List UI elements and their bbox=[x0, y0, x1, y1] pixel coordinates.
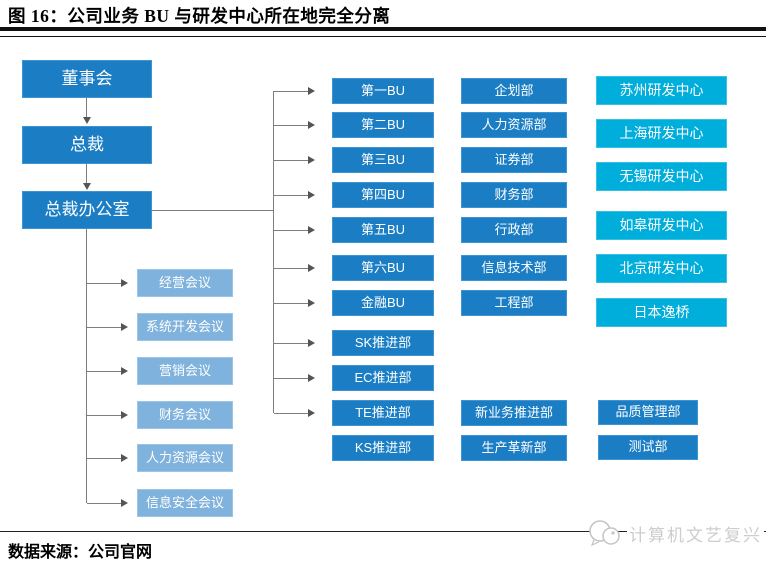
arrow-down-icon bbox=[83, 183, 91, 190]
arrow-right-icon bbox=[121, 499, 128, 507]
watermark: 计算机文艺复兴 bbox=[587, 518, 764, 548]
node-bu-1: 第一BU bbox=[332, 78, 434, 104]
node-rnd-japan: 日本逸桥 bbox=[596, 298, 727, 327]
node-meeting-marketing: 营销会议 bbox=[137, 357, 233, 385]
node-president: 总裁 bbox=[22, 126, 152, 164]
connector-meeting-5 bbox=[87, 458, 121, 459]
node-board: 董事会 bbox=[22, 60, 152, 98]
arrow-right-icon bbox=[308, 191, 315, 199]
node-rnd-rugao: 如皋研发中心 bbox=[596, 211, 727, 240]
node-dept-new-business: 新业务推进部 bbox=[461, 400, 567, 426]
node-dept-securities: 证券部 bbox=[461, 147, 567, 173]
connector-bu-5 bbox=[274, 230, 308, 231]
node-rnd-suzhou: 苏州研发中心 bbox=[596, 76, 727, 105]
connector-bu-9 bbox=[274, 378, 308, 379]
arrow-right-icon bbox=[121, 454, 128, 462]
connector-meetings-trunk bbox=[86, 229, 87, 503]
watermark-logo-icon bbox=[589, 520, 620, 547]
node-meeting-infosec: 信息安全会议 bbox=[137, 489, 233, 517]
node-dept-hr: 人力资源部 bbox=[461, 112, 567, 138]
connector-president-office bbox=[86, 164, 87, 183]
node-rnd-shanghai: 上海研发中心 bbox=[596, 119, 727, 148]
connector-board-president bbox=[86, 98, 87, 117]
node-meeting-system-dev: 系统开发会议 bbox=[137, 313, 233, 341]
arrow-right-icon bbox=[308, 339, 315, 347]
connector-bu-6 bbox=[274, 268, 308, 269]
connector-bu-10 bbox=[274, 413, 308, 414]
node-meeting-finance: 财务会议 bbox=[137, 401, 233, 429]
footer-rule bbox=[0, 531, 766, 532]
connector-bu-8 bbox=[274, 343, 308, 344]
arrow-right-icon bbox=[121, 411, 128, 419]
connector-office-trunk bbox=[152, 210, 273, 211]
arrow-right-icon bbox=[308, 409, 315, 417]
arrow-right-icon bbox=[308, 156, 315, 164]
node-rnd-wuxi: 无锡研发中心 bbox=[596, 162, 727, 191]
title-rule-thick bbox=[0, 27, 766, 31]
node-bu-finance: 金融BU bbox=[332, 290, 434, 316]
node-dept-engineering: 工程部 bbox=[461, 290, 567, 316]
node-meeting-hr: 人力资源会议 bbox=[137, 444, 233, 472]
node-bu-te: TE推进部 bbox=[332, 400, 434, 426]
arrow-right-icon bbox=[121, 323, 128, 331]
node-meeting-operations: 经营会议 bbox=[137, 269, 233, 297]
node-bu-ec: EC推进部 bbox=[332, 365, 434, 391]
node-bu-6: 第六BU bbox=[332, 255, 434, 281]
figure-title: 图 16：公司业务 BU 与研发中心所在地完全分离 bbox=[8, 6, 391, 26]
arrow-right-icon bbox=[121, 279, 128, 287]
connector-meeting-2 bbox=[87, 327, 121, 328]
node-bu-4: 第四BU bbox=[332, 182, 434, 208]
node-dept-testing: 测试部 bbox=[598, 435, 698, 460]
arrow-right-icon bbox=[308, 87, 315, 95]
node-dept-planning: 企划部 bbox=[461, 78, 567, 104]
arrow-right-icon bbox=[308, 299, 315, 307]
node-dept-quality: 品质管理部 bbox=[598, 400, 698, 425]
node-dept-production-innovation: 生产革新部 bbox=[461, 435, 567, 461]
data-source: 数据来源：公司官网 bbox=[8, 544, 153, 561]
connector-bu-7 bbox=[274, 303, 308, 304]
title-rule-thin bbox=[0, 36, 766, 37]
node-president-office: 总裁办公室 bbox=[22, 191, 152, 229]
node-bu-2: 第二BU bbox=[332, 112, 434, 138]
node-dept-it: 信息技术部 bbox=[461, 255, 567, 281]
node-bu-3: 第三BU bbox=[332, 147, 434, 173]
connector-bu-4 bbox=[274, 195, 308, 196]
connector-meeting-4 bbox=[87, 415, 121, 416]
arrow-right-icon bbox=[308, 121, 315, 129]
arrow-down-icon bbox=[83, 117, 91, 124]
connector-bu-1 bbox=[274, 91, 308, 92]
connector-bu-2 bbox=[274, 125, 308, 126]
connector-meeting-6 bbox=[87, 503, 121, 504]
node-bu-sk: SK推进部 bbox=[332, 330, 434, 356]
node-bu-5: 第五BU bbox=[332, 217, 434, 243]
arrow-right-icon bbox=[308, 226, 315, 234]
connector-bu-trunk bbox=[273, 91, 274, 413]
node-rnd-beijing: 北京研发中心 bbox=[596, 254, 727, 283]
node-dept-finance: 财务部 bbox=[461, 182, 567, 208]
arrow-right-icon bbox=[308, 374, 315, 382]
watermark-text: 计算机文艺复兴 bbox=[627, 520, 764, 546]
node-dept-admin: 行政部 bbox=[461, 217, 567, 243]
connector-bu-3 bbox=[274, 160, 308, 161]
arrow-right-icon bbox=[308, 264, 315, 272]
node-bu-ks: KS推进部 bbox=[332, 435, 434, 461]
arrow-right-icon bbox=[121, 367, 128, 375]
connector-meeting-1 bbox=[87, 283, 121, 284]
connector-meeting-3 bbox=[87, 371, 121, 372]
